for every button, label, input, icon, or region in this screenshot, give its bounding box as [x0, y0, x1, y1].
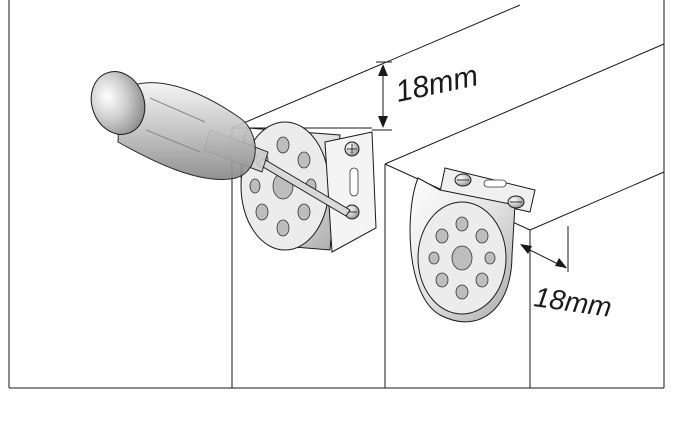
right-bracket	[409, 167, 536, 323]
arrow-up-icon	[378, 64, 388, 76]
arrow-right-icon	[555, 258, 567, 268]
arrow-left-icon	[520, 244, 532, 254]
screw-icon	[507, 195, 525, 209]
left-bracket	[240, 121, 377, 253]
screw-icon	[344, 141, 360, 157]
top-dimension	[372, 61, 392, 131]
arrow-down-icon	[378, 116, 388, 128]
frame	[8, 0, 665, 389]
top-dimension-label: 18mm	[393, 59, 481, 109]
side-dimension-label: 18mm	[532, 281, 613, 323]
screwdriver-icon	[90, 71, 351, 217]
screw-icon	[454, 173, 472, 187]
side-dimension	[520, 226, 569, 272]
